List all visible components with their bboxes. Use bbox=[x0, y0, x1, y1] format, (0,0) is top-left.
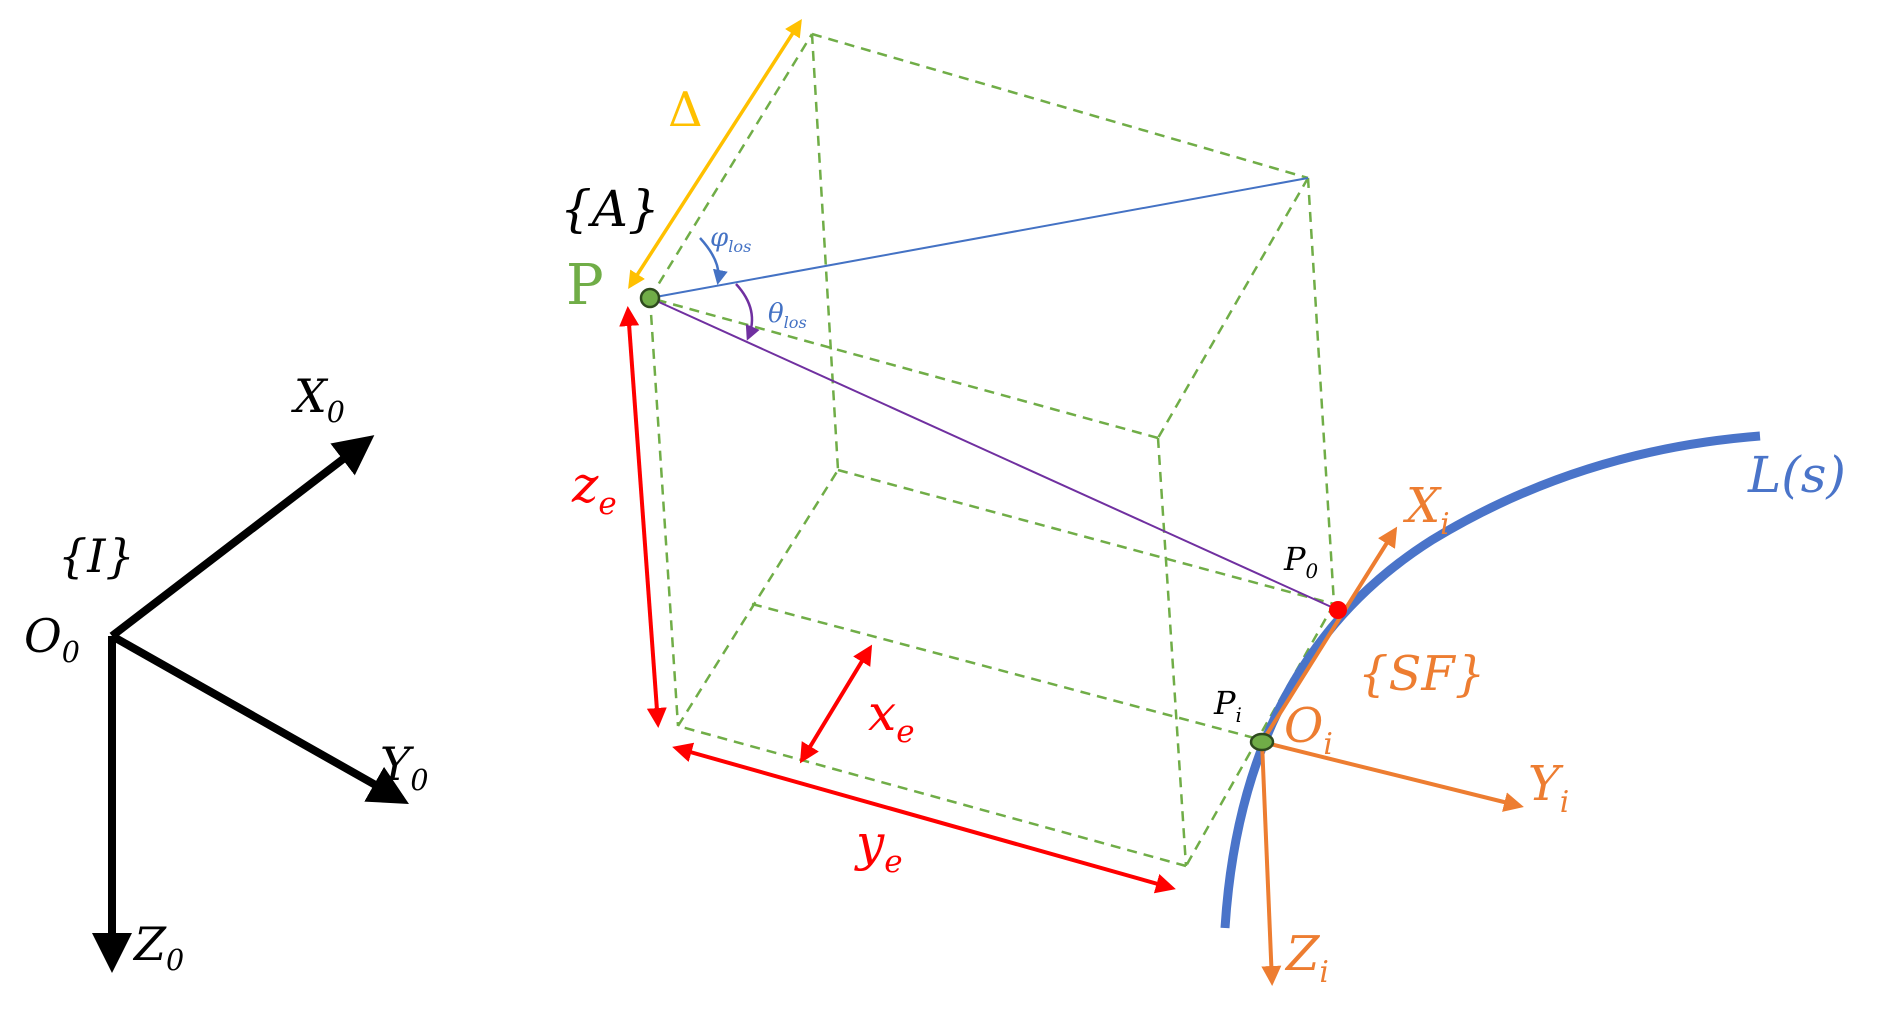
y0-label: Y0 bbox=[380, 737, 429, 797]
box-edge bbox=[1306, 177, 1336, 605]
ze-label: ze bbox=[571, 456, 617, 522]
vehicle-frame-label: {A} bbox=[560, 180, 660, 238]
p0-point bbox=[1329, 601, 1347, 619]
theta-los-label: θlos bbox=[768, 299, 807, 332]
yi-axis-arrow bbox=[1261, 740, 1524, 812]
z0-label: Z0 bbox=[132, 917, 184, 977]
sf-frame bbox=[1260, 526, 1524, 986]
pi-label: Pi bbox=[1213, 684, 1242, 727]
xe-arrow bbox=[799, 644, 873, 764]
xe-label: xe bbox=[868, 684, 915, 750]
yi-label: Yi bbox=[1528, 756, 1569, 820]
x0-label: X0 bbox=[291, 369, 345, 429]
box-edge bbox=[676, 469, 840, 727]
inertial-frame bbox=[92, 435, 409, 973]
ze-arrow bbox=[619, 306, 667, 728]
phi-los-label: φlos bbox=[710, 223, 751, 256]
box-edge bbox=[648, 33, 814, 299]
path-curve bbox=[1220, 431, 1761, 929]
theta-los-arc bbox=[735, 283, 760, 341]
delta-label: Δ bbox=[668, 82, 703, 138]
y0-axis-arrow bbox=[110, 632, 409, 804]
delta-arrow bbox=[628, 19, 802, 289]
ye-arrow bbox=[672, 742, 1176, 894]
x0-axis-arrow bbox=[109, 435, 375, 640]
vehicle-point-label: P bbox=[566, 253, 604, 318]
box-edge bbox=[810, 33, 840, 471]
zi-label: Zi bbox=[1284, 926, 1329, 990]
box-edge bbox=[751, 602, 1263, 742]
inertial-frame-label: {I} bbox=[58, 529, 135, 583]
box-edge bbox=[1156, 437, 1188, 867]
xi-axis-arrow bbox=[1260, 526, 1398, 744]
box-edge bbox=[677, 724, 1187, 868]
box-edge bbox=[811, 32, 1309, 180]
sf-frame-label: {SF} bbox=[1358, 646, 1485, 702]
p0-label: P0 bbox=[1283, 540, 1318, 583]
error-box bbox=[648, 32, 1336, 868]
box-edge bbox=[649, 296, 1159, 440]
ye-label: ye bbox=[854, 814, 903, 880]
path-label: L(s) bbox=[1747, 446, 1846, 504]
oi-label: Oi bbox=[1284, 698, 1333, 762]
box-edge bbox=[837, 468, 1335, 606]
zi-axis-arrow bbox=[1260, 741, 1282, 986]
box-edge bbox=[1156, 177, 1310, 439]
xi-label: Xi bbox=[1402, 478, 1450, 542]
o0-label: O0 bbox=[24, 609, 80, 669]
los-line-purple bbox=[649, 297, 1339, 611]
pi-point bbox=[1249, 732, 1275, 752]
vehicle-point bbox=[639, 287, 661, 309]
